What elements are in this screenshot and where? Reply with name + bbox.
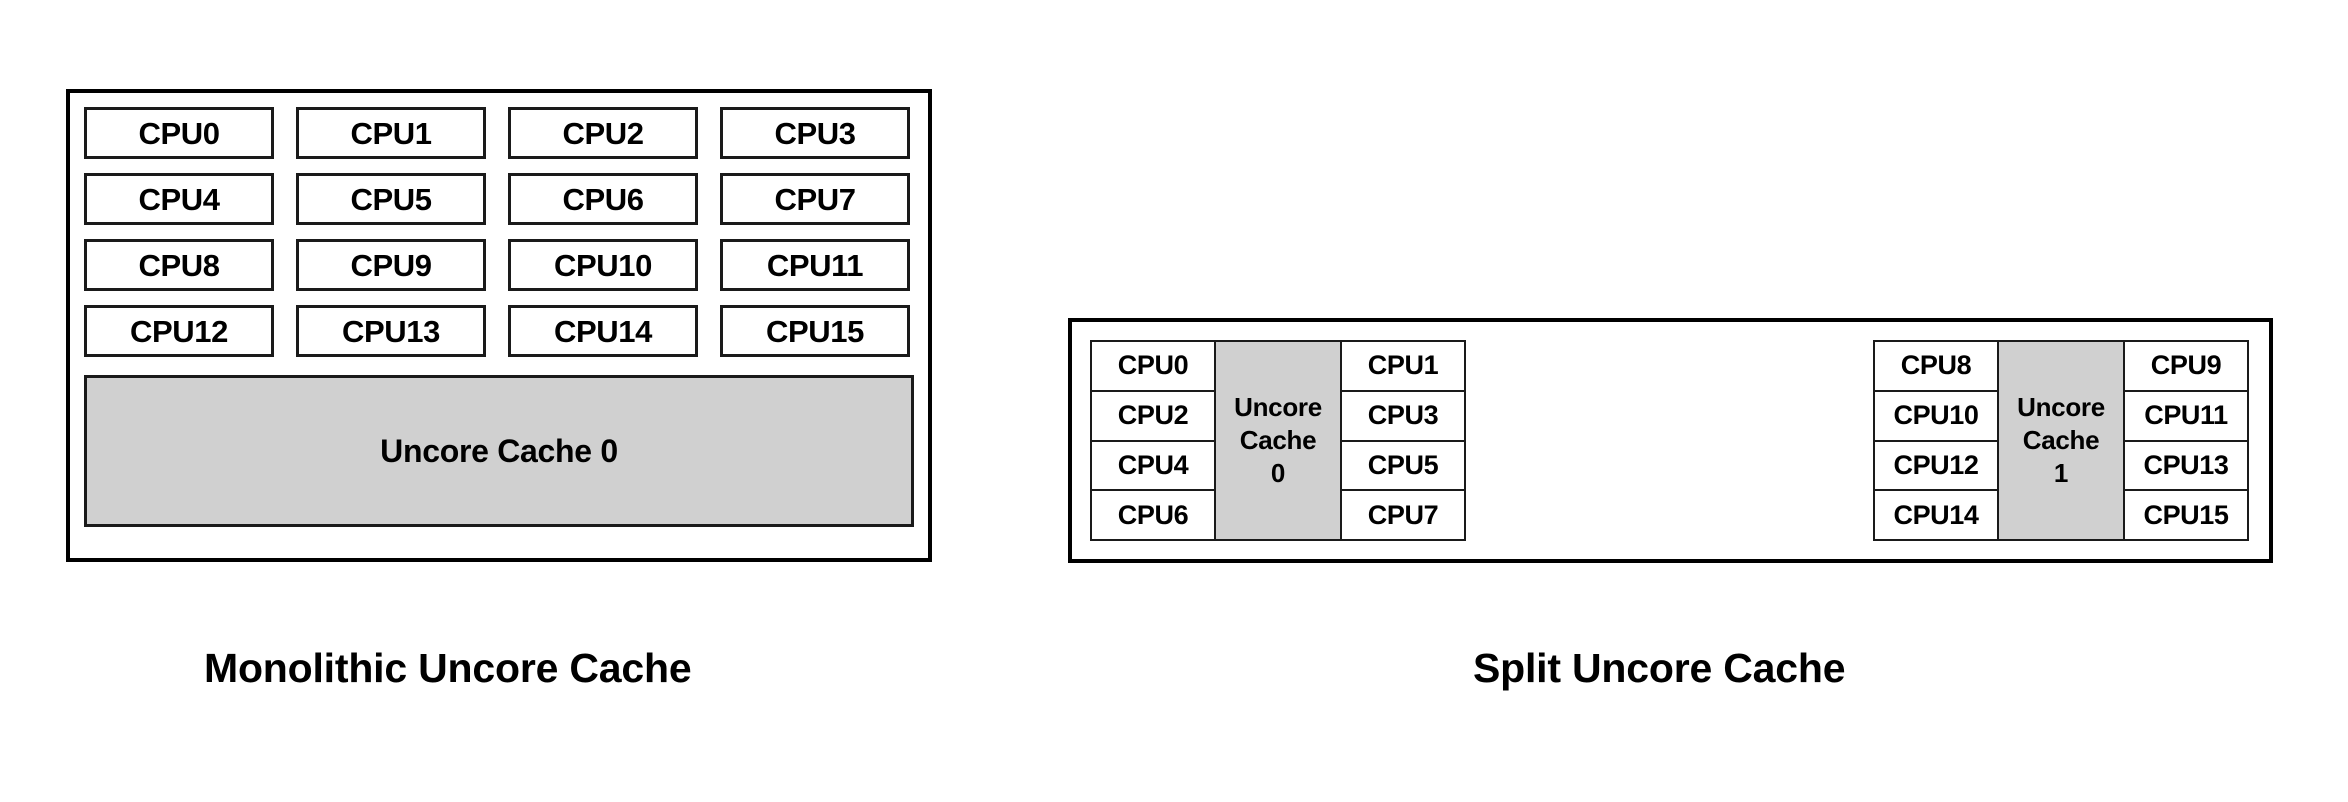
split-uncore-cache-figure: CPU0 CPU2 CPU4 CPU6 Uncore Cache 0 CPU1 …: [1068, 318, 2273, 563]
split-cpu-column-left: CPU0 CPU2 CPU4 CPU6: [1090, 340, 1216, 541]
cpu-box: CPU2: [1090, 389, 1216, 442]
cpu-box: CPU8: [1873, 340, 1999, 392]
split-cpu-column-right: CPU1 CPU3 CPU5 CPU7: [1340, 340, 1466, 541]
cpu-box: CPU3: [720, 107, 910, 159]
cpu-box: CPU6: [508, 173, 698, 225]
cpu-box: CPU5: [1340, 439, 1466, 492]
cpu-box: CPU14: [508, 305, 698, 357]
monolithic-cpu-grid: CPU0 CPU1 CPU2 CPU3 CPU4 CPU5 CPU6 CPU7 …: [84, 107, 912, 357]
cpu-box: CPU11: [2123, 389, 2249, 442]
cpu-box: CPU10: [508, 239, 698, 291]
cpu-box: CPU13: [2123, 439, 2249, 492]
cpu-box: CPU2: [508, 107, 698, 159]
cpu-box: CPU14: [1873, 489, 1999, 541]
uncore-cache-label-line: Uncore: [1234, 391, 1322, 422]
cpu-box: CPU0: [1090, 340, 1216, 392]
uncore-cache-label-line: Uncore: [2017, 391, 2105, 422]
split-figure-caption: Split Uncore Cache: [1473, 645, 1846, 691]
split-cpu-column-left: CPU8 CPU10 CPU12 CPU14: [1873, 340, 1999, 541]
cpu-box: CPU4: [1090, 439, 1216, 492]
uncore-cache-block: Uncore Cache 0: [1214, 340, 1342, 541]
cpu-box: CPU15: [2123, 489, 2249, 541]
cpu-box: CPU15: [720, 305, 910, 357]
cpu-box: CPU5: [296, 173, 486, 225]
cpu-box: CPU10: [1873, 389, 1999, 442]
cpu-box: CPU0: [84, 107, 274, 159]
cpu-box: CPU3: [1340, 389, 1466, 442]
monolithic-figure-caption: Monolithic Uncore Cache: [204, 645, 692, 691]
uncore-cache-index: 1: [2053, 458, 2069, 489]
uncore-cache-label-line: Cache: [1239, 424, 1317, 455]
uncore-cache-index: 0: [1270, 458, 1286, 489]
split-cpu-column-right: CPU9 CPU11 CPU13 CPU15: [2123, 340, 2249, 541]
cpu-box: CPU11: [720, 239, 910, 291]
monolithic-uncore-cache-figure: CPU0 CPU1 CPU2 CPU3 CPU4 CPU5 CPU6 CPU7 …: [66, 89, 932, 562]
cpu-box: CPU12: [84, 305, 274, 357]
cpu-box: CPU7: [1340, 489, 1466, 541]
uncore-cache-block: Uncore Cache 0: [84, 375, 914, 527]
uncore-cache-label-line: Cache: [2022, 424, 2100, 455]
monolithic-package-outline: CPU0 CPU1 CPU2 CPU3 CPU4 CPU5 CPU6 CPU7 …: [66, 89, 932, 562]
cpu-box: CPU4: [84, 173, 274, 225]
cpu-box: CPU9: [2123, 340, 2249, 392]
cpu-box: CPU8: [84, 239, 274, 291]
split-package-outline: CPU0 CPU2 CPU4 CPU6 Uncore Cache 0 CPU1 …: [1068, 318, 2273, 563]
cpu-box: CPU1: [1340, 340, 1466, 392]
split-node-group: CPU0 CPU2 CPU4 CPU6 Uncore Cache 0 CPU1 …: [1090, 340, 1466, 541]
cpu-box: CPU6: [1090, 489, 1216, 541]
cpu-box: CPU7: [720, 173, 910, 225]
cpu-box: CPU9: [296, 239, 486, 291]
uncore-cache-block: Uncore Cache 1: [1997, 340, 2125, 541]
cpu-box: CPU12: [1873, 439, 1999, 492]
cpu-box: CPU1: [296, 107, 486, 159]
cpu-box: CPU13: [296, 305, 486, 357]
split-node-group: CPU8 CPU10 CPU12 CPU14 Uncore Cache 1 CP…: [1873, 340, 2249, 541]
